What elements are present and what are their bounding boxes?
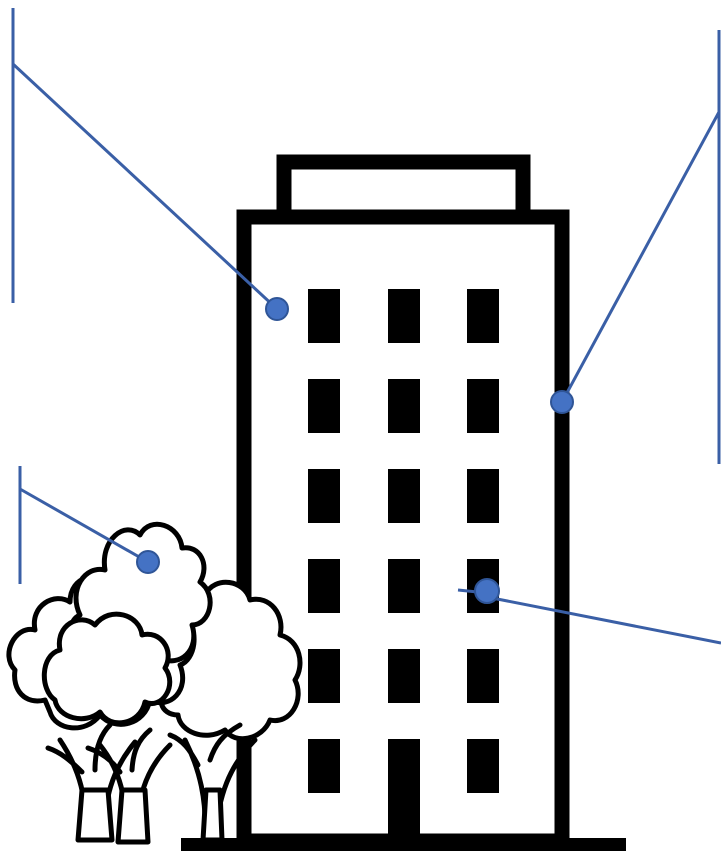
window bbox=[388, 559, 420, 613]
callout-leader bbox=[562, 112, 719, 402]
window bbox=[467, 739, 499, 793]
entrance-door bbox=[388, 739, 420, 843]
window bbox=[388, 469, 420, 523]
window bbox=[388, 379, 420, 433]
window bbox=[467, 289, 499, 343]
window bbox=[308, 379, 340, 433]
window bbox=[308, 559, 340, 613]
window bbox=[388, 649, 420, 703]
callout-marker-tree-canopy[interactable] bbox=[137, 551, 159, 573]
window bbox=[308, 649, 340, 703]
window bbox=[308, 469, 340, 523]
callout-marker-building-window[interactable] bbox=[475, 579, 499, 603]
callout-marker-building-facade[interactable] bbox=[266, 298, 288, 320]
office-building-icon bbox=[244, 162, 562, 843]
callout-marker-building-side[interactable] bbox=[551, 391, 573, 413]
callout-leader bbox=[13, 64, 277, 309]
window bbox=[308, 289, 340, 343]
window bbox=[467, 649, 499, 703]
callout-leader bbox=[20, 489, 148, 562]
window bbox=[308, 739, 340, 793]
window bbox=[467, 469, 499, 523]
window bbox=[467, 379, 499, 433]
window bbox=[388, 289, 420, 343]
